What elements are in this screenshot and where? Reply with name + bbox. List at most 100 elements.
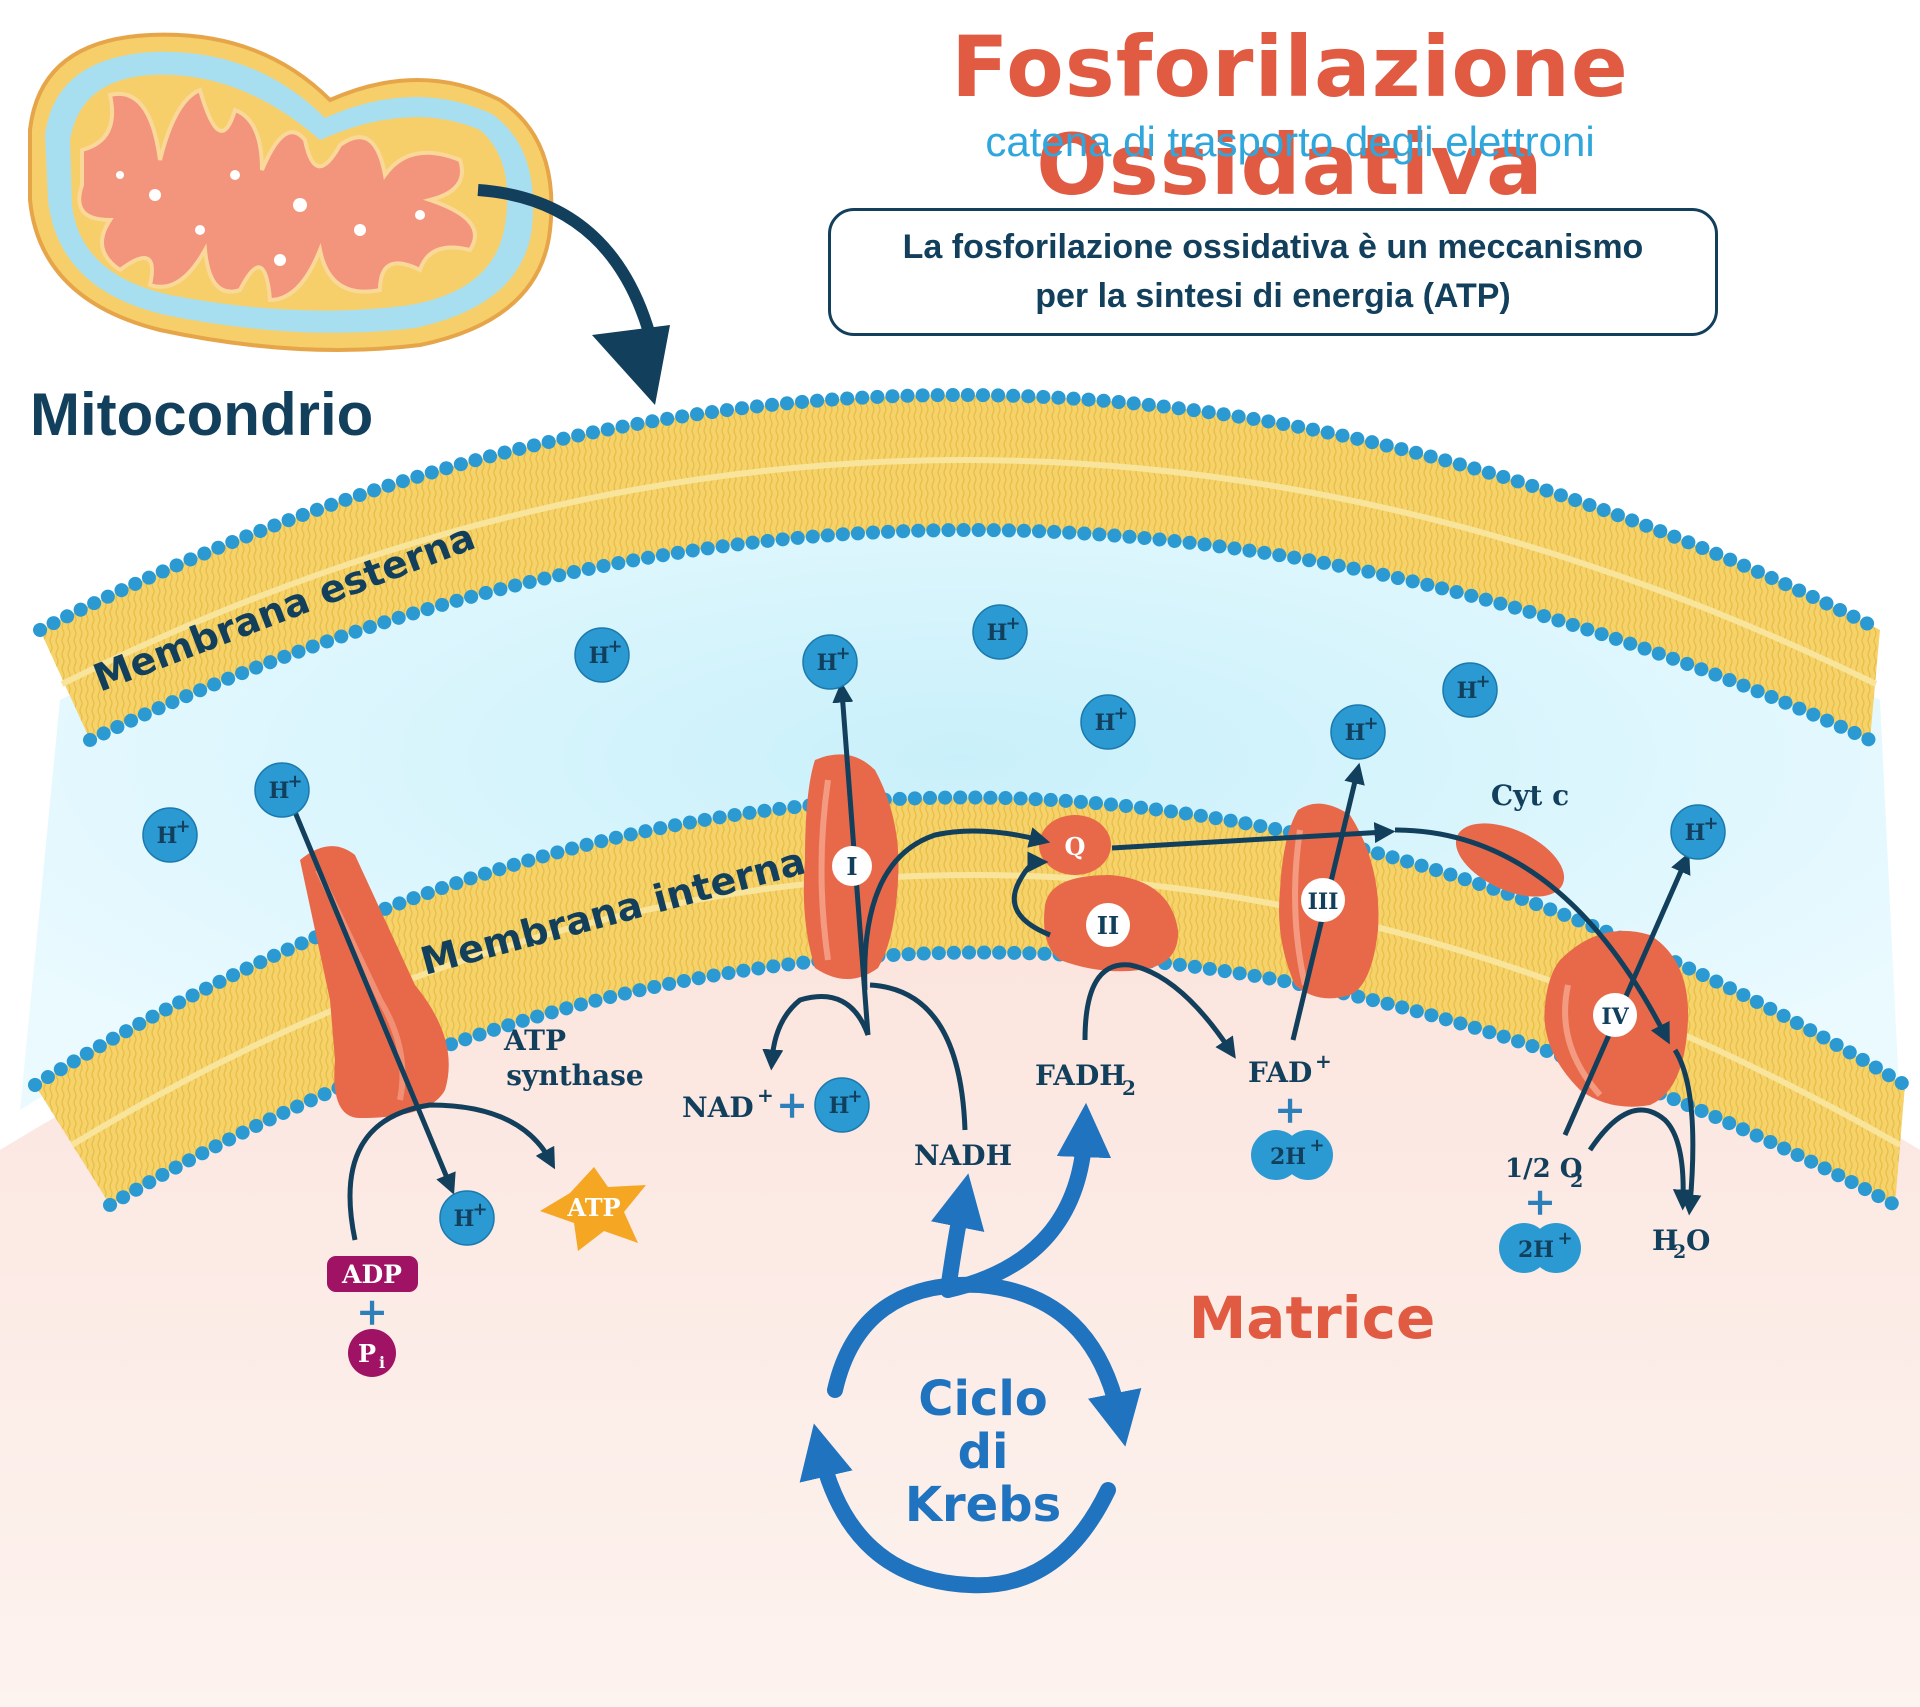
svg-text:H: H: [589, 643, 610, 669]
svg-text:FAD: FAD: [1248, 1056, 1312, 1089]
svg-text:2: 2: [1570, 1170, 1583, 1192]
cytc-to-complex-iv-arrow: [1394, 827, 1670, 1045]
outer-membrane: [40, 395, 1880, 740]
nad-plus-label: NAD + +: [682, 1082, 808, 1127]
half-oxygen-label: 1/2 O 2 +: [1505, 1154, 1583, 1224]
two-protons-oxygen: 2H +: [1499, 1223, 1581, 1273]
proton-4: H +: [1080, 694, 1136, 750]
pi-badge: P i: [348, 1329, 396, 1377]
nadh-to-nad-arrow: [762, 994, 871, 1071]
svg-text:+: +: [1475, 671, 1490, 692]
svg-text:+: +: [472, 1199, 487, 1220]
water-label: H 2 O: [1652, 1224, 1710, 1263]
two-protons-fad: 2H +: [1251, 1130, 1333, 1180]
cytc-label: Cyt c: [1491, 779, 1569, 812]
svg-text:ADP: ADP: [341, 1260, 402, 1289]
complex-ii-badge: II: [1086, 903, 1130, 947]
svg-text:H: H: [1457, 678, 1478, 704]
svg-text:+: +: [1309, 1135, 1324, 1156]
svg-text:+: +: [1524, 1179, 1556, 1224]
svg-text:I: I: [846, 852, 857, 881]
svg-text:H: H: [829, 1093, 850, 1119]
svg-text:+: +: [847, 1086, 862, 1107]
svg-text:+: +: [757, 1083, 774, 1107]
fad-plus-label: FAD + +: [1248, 1049, 1332, 1132]
q-label: Q: [1065, 832, 1086, 861]
proton-10: H +: [439, 1190, 495, 1246]
complex-ii-to-q-arrow: [1011, 851, 1051, 938]
krebs-line1: Ciclo: [918, 1371, 1048, 1427]
svg-text:H: H: [987, 620, 1008, 646]
svg-text:2H: 2H: [1270, 1144, 1306, 1170]
svg-text:+: +: [776, 1082, 808, 1127]
svg-text:+: +: [1363, 713, 1378, 734]
svg-text:O: O: [1686, 1224, 1710, 1257]
matrix-label: Matrice: [1189, 1284, 1436, 1352]
krebs-line2: di: [958, 1424, 1009, 1480]
svg-text:ATP: ATP: [566, 1193, 620, 1222]
krebs-line3: Krebs: [905, 1477, 1061, 1533]
svg-text:+: +: [1113, 703, 1128, 724]
svg-text:III: III: [1308, 889, 1339, 915]
svg-text:+: +: [287, 771, 302, 792]
page-title: Fosforilazione Ossidativa: [951, 18, 1629, 214]
adp-plus: +: [356, 1289, 388, 1334]
proton-5: H +: [1330, 704, 1386, 760]
electron-to-water-arrow: [1672, 1048, 1702, 1216]
proton-3: H +: [972, 604, 1028, 660]
proton-6: H +: [1442, 662, 1498, 718]
svg-text:H: H: [454, 1206, 475, 1232]
svg-text:P: P: [358, 1339, 376, 1368]
proton-1: H +: [574, 627, 630, 683]
proton-7: H +: [1670, 804, 1726, 860]
svg-text:+: +: [1274, 1087, 1306, 1132]
proton-11: H +: [814, 1077, 870, 1133]
zoom-arrow: [477, 184, 661, 357]
svg-text:H: H: [1345, 720, 1366, 746]
intermembrane-space: [20, 470, 1900, 1110]
page-subtitle: catena di trasporto degli elettroni: [985, 118, 1595, 165]
atp-synthase-proton-arrow: [287, 799, 456, 1195]
svg-text:2: 2: [1122, 1076, 1136, 1100]
atp-star: ATP: [540, 1167, 646, 1251]
svg-text:H: H: [1652, 1224, 1678, 1257]
svg-text:+: +: [835, 643, 850, 664]
fadh2-to-fad-arrow: [1082, 962, 1236, 1059]
svg-text:H: H: [817, 650, 838, 676]
proton-9: H +: [254, 762, 310, 818]
nadh-label: NADH: [914, 1139, 1012, 1172]
svg-text:H: H: [1095, 710, 1116, 736]
svg-text:H: H: [1685, 820, 1706, 846]
svg-text:1/2 O: 1/2 O: [1505, 1154, 1582, 1184]
svg-text:FADH: FADH: [1035, 1059, 1126, 1092]
svg-text:H: H: [269, 778, 290, 804]
description-box: La fosforilazione ossidativa è un meccan…: [828, 208, 1718, 336]
svg-text:2H: 2H: [1518, 1237, 1554, 1263]
proton-8: H +: [142, 807, 198, 863]
atp-synthase-label-line2: synthase: [506, 1059, 643, 1092]
nadh-entry-arrow: [869, 982, 968, 1131]
krebs-cycle-arrows: [799, 1102, 1142, 1594]
ubiquinone-q: [1039, 815, 1111, 875]
proton-2: H +: [802, 634, 858, 690]
fadh2-label: FADH 2: [1035, 1059, 1136, 1100]
svg-text:+: +: [1315, 1049, 1332, 1073]
atp-synthase-label-line1: ATP: [503, 1024, 566, 1057]
svg-text:+: +: [1703, 813, 1718, 834]
svg-text:i: i: [379, 1353, 385, 1372]
complex-i-to-q-arrow: [862, 827, 1051, 991]
svg-text:+: +: [1005, 613, 1020, 634]
svg-text:2: 2: [1673, 1241, 1686, 1263]
complex-iii-badge: III: [1301, 878, 1345, 922]
svg-text:+: +: [1557, 1228, 1572, 1249]
adp-to-atp-arrow: [347, 1102, 556, 1241]
description-line-2: per la sintesi di energia (ATP): [1035, 277, 1511, 315]
q-to-cytc-arrow: [1111, 822, 1396, 851]
svg-text:NAD: NAD: [682, 1091, 754, 1124]
mitochondrion-label: Mitocondrio: [30, 381, 374, 448]
svg-text:IV: IV: [1601, 1004, 1629, 1030]
oxygen-to-water-arrow: [1587, 1107, 1694, 1211]
svg-text:II: II: [1097, 911, 1119, 940]
complex-i-badge: I: [832, 846, 872, 886]
description-line-1: La fosforilazione ossidativa è un meccan…: [902, 227, 1644, 266]
